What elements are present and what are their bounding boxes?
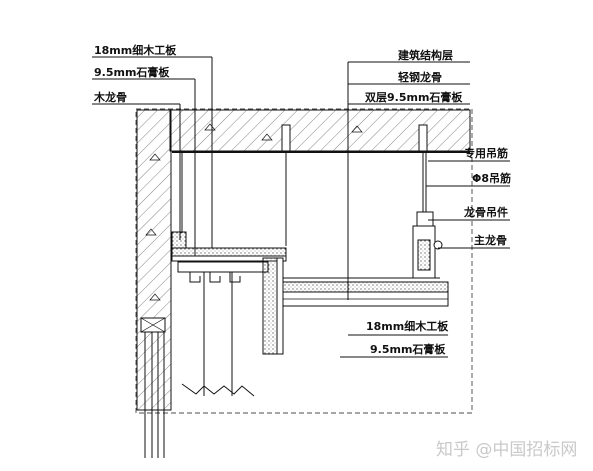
label-right-side-1: 专用吊筋 [464,146,508,160]
upper-board [171,247,287,257]
label-bottom-2: 9.5mm石膏板 [370,342,446,356]
label-right-side-3: 龙骨吊件 [463,205,508,219]
label-bottom-1: 18mm细木工板 [366,319,449,333]
leaders-bottom [340,334,448,358]
label-right-top-1: 建筑结构层 [398,48,453,62]
watermark: 知乎 @中国招标网 [436,440,577,460]
leaders-right-top [347,61,470,300]
label-left-3: 木龙骨 [93,90,127,104]
curtain-track [177,261,269,292]
curtain [181,292,255,397]
label-right-top-3: 双层9.5mm石膏板 [365,90,463,104]
anchor-bolt-left [281,124,291,246]
label-left-1: 18mm细木工板 [94,43,177,57]
window-frame [140,317,166,458]
label-right-side-2: Φ8吊筋 [472,171,511,185]
concrete-marks [145,123,363,301]
leaders-right-side [426,160,510,249]
drop-side-board [262,257,278,355]
lower-board-wood [282,281,449,293]
label-right-side-4: 主龙骨 [474,233,507,247]
wood-keel-block [171,231,187,249]
boundary-dashed [135,108,473,414]
leaders-left [92,56,213,256]
label-right-top-2: 轻钢龙骨 [398,70,442,84]
anchor-bolt-right [418,124,428,215]
hanger-component [412,211,443,279]
label-left-2: 9.5mm石膏板 [94,65,170,79]
